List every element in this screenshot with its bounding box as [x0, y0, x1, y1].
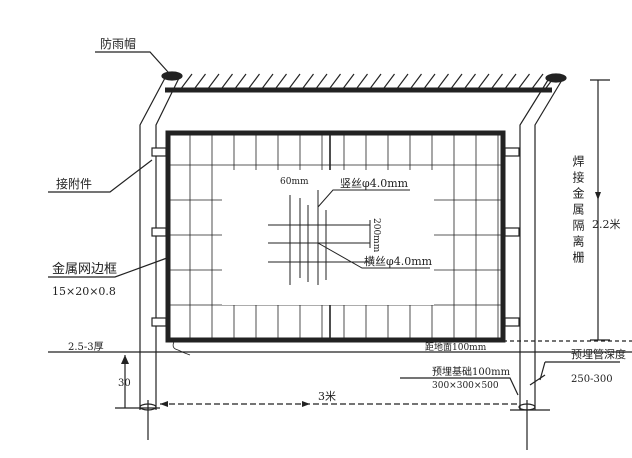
hatch-line	[341, 73, 355, 91]
spacing-200-label: 200mm	[371, 218, 381, 253]
hatch-line	[247, 73, 260, 91]
hatch-line	[274, 73, 287, 91]
hatch-line	[355, 73, 368, 91]
attachment-label: 接附件	[56, 176, 92, 191]
hatch-line	[179, 73, 193, 91]
hatch-line	[314, 73, 328, 91]
spacing-60-label: 60mm	[280, 177, 309, 187]
left-rain-cap	[161, 71, 183, 81]
embed-depth-title-label: 预埋管深度	[571, 347, 626, 361]
hatch-line	[544, 73, 557, 91]
height-label: 2.2米	[592, 218, 621, 231]
hatch-line	[301, 73, 314, 91]
hatch-line	[436, 73, 449, 91]
left-post	[139, 77, 180, 410]
hatch-line	[382, 73, 395, 91]
foundation-size-label: 300×300×500	[432, 381, 499, 391]
hatch-line	[220, 73, 233, 91]
mesh-center-area	[222, 170, 434, 305]
fence-name-label: 焊接金属隔离栅	[571, 155, 585, 267]
mesh-frame	[165, 130, 506, 343]
hatch-line	[368, 73, 382, 91]
hatch-line	[530, 73, 544, 91]
vertical-wire-label: 竖丝φ4.0mm	[340, 177, 409, 190]
hatch-line	[490, 73, 503, 91]
wire-detail	[268, 189, 430, 285]
hatch-line	[449, 73, 463, 91]
hatch-line	[395, 73, 409, 91]
thickness-label: 2.5-3厚	[68, 341, 104, 353]
hatch-line	[206, 73, 220, 91]
hatch-line	[476, 73, 490, 91]
hatch-line	[260, 73, 274, 91]
ground-clearance-label: 距地面100mm	[425, 341, 487, 353]
hatch-line	[409, 73, 422, 91]
frame-title-label: 金属网边框	[52, 261, 117, 277]
hatch-line	[517, 73, 530, 91]
hatch-line	[422, 73, 436, 91]
right-post	[519, 79, 563, 410]
hatch-line	[463, 73, 476, 91]
hatch-line	[287, 73, 301, 91]
frame-size-label: 15×20×0.8	[52, 285, 116, 298]
hatch-line	[503, 73, 517, 91]
attachment-brackets	[151, 147, 520, 327]
foundation-title-label: 预埋基础100mm	[432, 365, 511, 378]
embed-depth-value-label: 250-300	[571, 374, 613, 385]
rain-cap-label: 防雨帽	[100, 36, 136, 51]
top-barbed-hatching	[179, 73, 557, 91]
post-spacing-label: 3米	[318, 390, 336, 403]
hatch-line	[233, 73, 247, 91]
hatch-line	[193, 73, 206, 91]
depth-30-label: 30	[118, 378, 131, 389]
horizontal-wire-label: 横丝φ4.0mm	[364, 254, 433, 268]
hatch-line	[328, 73, 341, 91]
